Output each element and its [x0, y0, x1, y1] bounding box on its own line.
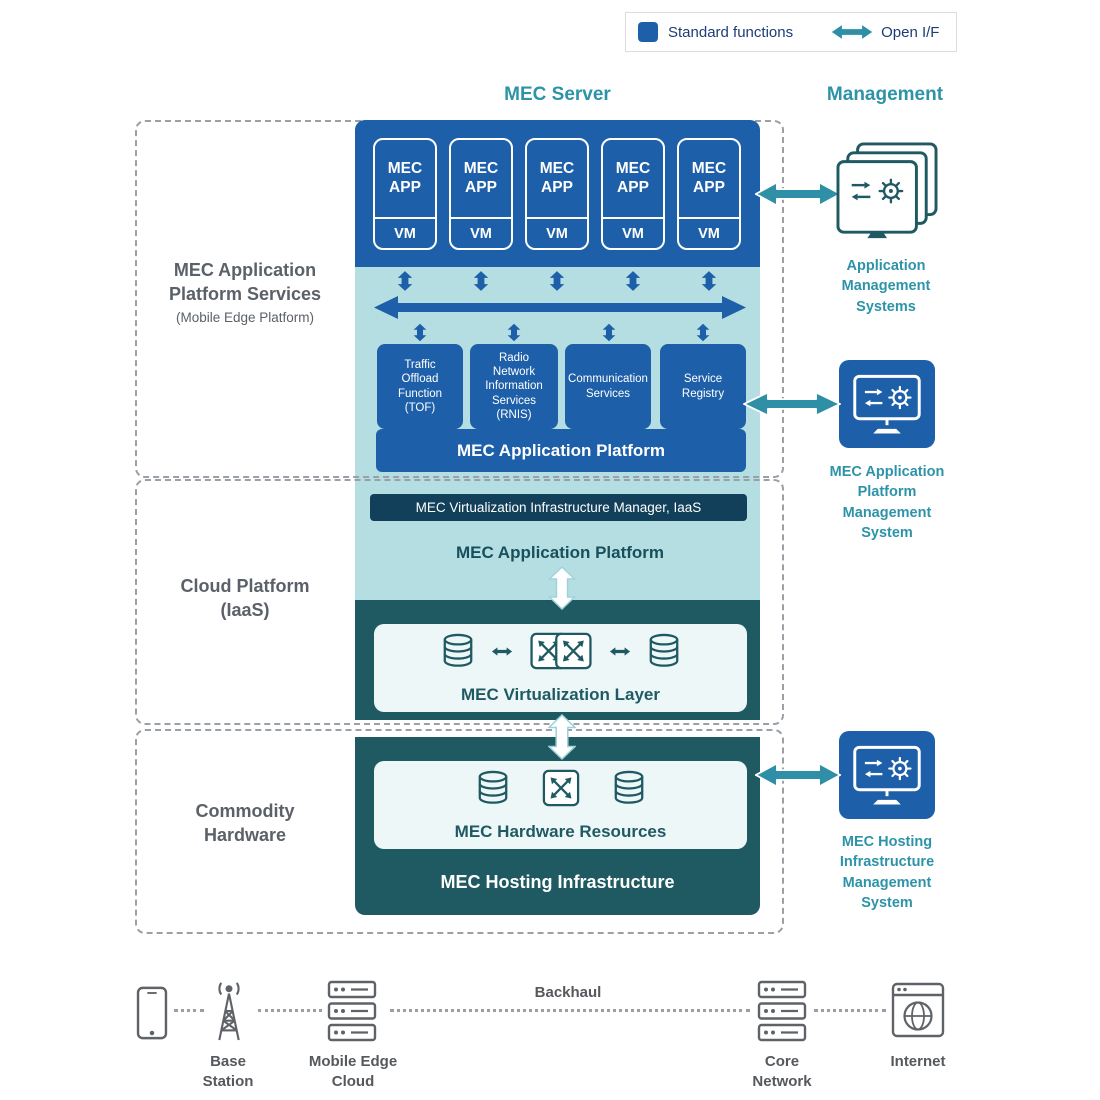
link-backhaul	[390, 1009, 750, 1012]
service-box-registry: Service Registry	[660, 344, 746, 429]
service-box-rnis: Radio Network Information Services (RNIS…	[470, 344, 558, 429]
platform-management-system-icon	[839, 360, 935, 448]
bus-service-arrow-icon	[507, 323, 521, 342]
platform-services-title: MEC Application Platform Services	[168, 260, 322, 305]
mec-app-label: MEC APP	[387, 159, 423, 196]
virtualization-infrastructure-manager-bar: MEC Virtualization Infrastructure Manage…	[370, 494, 747, 521]
switch-pair-icon	[529, 632, 592, 670]
virtualization-layer-box: MEC Virtualization Layer	[374, 624, 747, 712]
mec-app-label: MEC APP	[691, 159, 727, 196]
open-if-arrow-hosting-mgmt-icon	[754, 762, 842, 788]
application-management-systems-label: Application Management Systems	[841, 258, 931, 315]
database-icon	[649, 633, 678, 667]
mobile-edge-cloud-icon	[327, 980, 377, 1042]
vm-label: VM	[375, 217, 435, 248]
smartphone-icon	[136, 986, 168, 1040]
legend-standard-functions-label: Standard functions	[668, 23, 794, 41]
vm-bus-arrow-icon	[701, 271, 717, 291]
cloud-platform-section-label: Cloud Platform (IaaS)	[137, 574, 353, 623]
vm-bus-arrow-icon	[397, 271, 413, 291]
virtualization-layer-label: MEC Virtualization Layer	[460, 685, 660, 704]
application-management-systems-icon	[836, 142, 938, 239]
switch-icon	[542, 769, 579, 807]
cloud-platform-group-box	[135, 479, 784, 725]
backhaul-label: Backhaul	[534, 984, 602, 1001]
commodity-hardware-group-box	[135, 729, 784, 934]
vm-label: VM	[679, 217, 739, 248]
open-if-arrow-app-mgmt-icon	[754, 181, 842, 207]
link-basestation-mec	[258, 1009, 322, 1012]
database-icon	[478, 770, 507, 804]
platform-services-section-label: MEC Application Platform Services (Mobil…	[137, 258, 353, 325]
core-network-label: Core Network	[752, 1053, 812, 1091]
open-if-arrow-icon	[831, 25, 873, 39]
hosting-management-system-icon	[839, 731, 935, 819]
vm-label: VM	[451, 217, 511, 248]
commodity-hardware-section-label: Commodity Hardware	[137, 799, 353, 848]
mec-app-card: MEC APP VM	[373, 138, 437, 250]
core-network-icon	[757, 980, 807, 1042]
bus-service-arrow-icon	[696, 323, 710, 342]
internet-label: Internet	[890, 1053, 946, 1070]
internet-icon	[891, 982, 945, 1038]
platform-virtualization-arrow-icon	[548, 566, 576, 610]
vm-bus-arrow-icon	[625, 271, 641, 291]
monitor-gear-icon	[853, 374, 921, 434]
vm-label: VM	[603, 217, 663, 248]
bus-service-arrow-icon	[413, 323, 427, 342]
hosting-management-system-label: MEC Hosting Infrastructure Management Sy…	[839, 834, 935, 911]
legend-open-if-label: Open I/F	[881, 23, 940, 41]
platform-management-system-label: MEC Application Platform Management Syst…	[829, 464, 945, 541]
left-right-arrow-icon	[609, 646, 630, 656]
cloud-platform-title: Cloud Platform (IaaS)	[180, 576, 310, 621]
left-right-arrow-icon	[491, 646, 512, 656]
legend: Standard functions Open I/F	[625, 12, 957, 52]
mec-app-card: MEC APP VM	[601, 138, 665, 250]
database-icon	[443, 633, 472, 667]
service-box-communication: Communication Services	[565, 344, 651, 429]
hardware-resources-label: MEC Hardware Resources	[454, 822, 667, 841]
link-core-internet	[814, 1009, 886, 1012]
base-station-label: Base Station	[202, 1053, 254, 1091]
monitor-gear-icon	[853, 745, 921, 805]
database-icon	[614, 770, 643, 804]
mec-app-label: MEC APP	[615, 159, 651, 196]
mec-app-card: MEC APP VM	[677, 138, 741, 250]
platform-services-subtitle: (Mobile Edge Platform)	[175, 309, 315, 325]
vm-bus-arrow-icon	[549, 271, 565, 291]
virtualization-hardware-arrow-icon	[548, 714, 576, 760]
mec-app-label: MEC APP	[463, 159, 499, 196]
mec-server-heading: MEC Server	[504, 84, 611, 105]
commodity-hardware-title: Commodity Hardware	[195, 801, 295, 846]
mec-app-card: MEC APP VM	[525, 138, 589, 250]
base-station-icon	[218, 982, 240, 1041]
management-heading: Management	[826, 84, 944, 105]
standard-functions-swatch-icon	[638, 22, 658, 42]
bus-service-arrow-icon	[602, 323, 616, 342]
mec-app-label: MEC APP	[539, 159, 575, 196]
hosting-infrastructure-label: MEC Hosting Infrastructure	[440, 872, 675, 892]
mec-app-card: MEC APP VM	[449, 138, 513, 250]
mec-application-platform-bar: MEC Application Platform	[376, 429, 746, 472]
mec-application-platform-label: MEC Application Platform	[455, 543, 665, 562]
link-phone-basestation	[174, 1009, 204, 1012]
vm-label: VM	[527, 217, 587, 248]
service-box-tof: Traffic Offload Function (TOF)	[377, 344, 463, 429]
hardware-resources-box: MEC Hardware Resources	[374, 761, 747, 849]
vm-bus-arrow-icon	[473, 271, 489, 291]
open-if-arrow-platform-mgmt-icon	[743, 391, 841, 417]
platform-bus-arrow-icon	[374, 296, 746, 319]
mobile-edge-cloud-label: Mobile Edge Cloud	[308, 1053, 398, 1091]
